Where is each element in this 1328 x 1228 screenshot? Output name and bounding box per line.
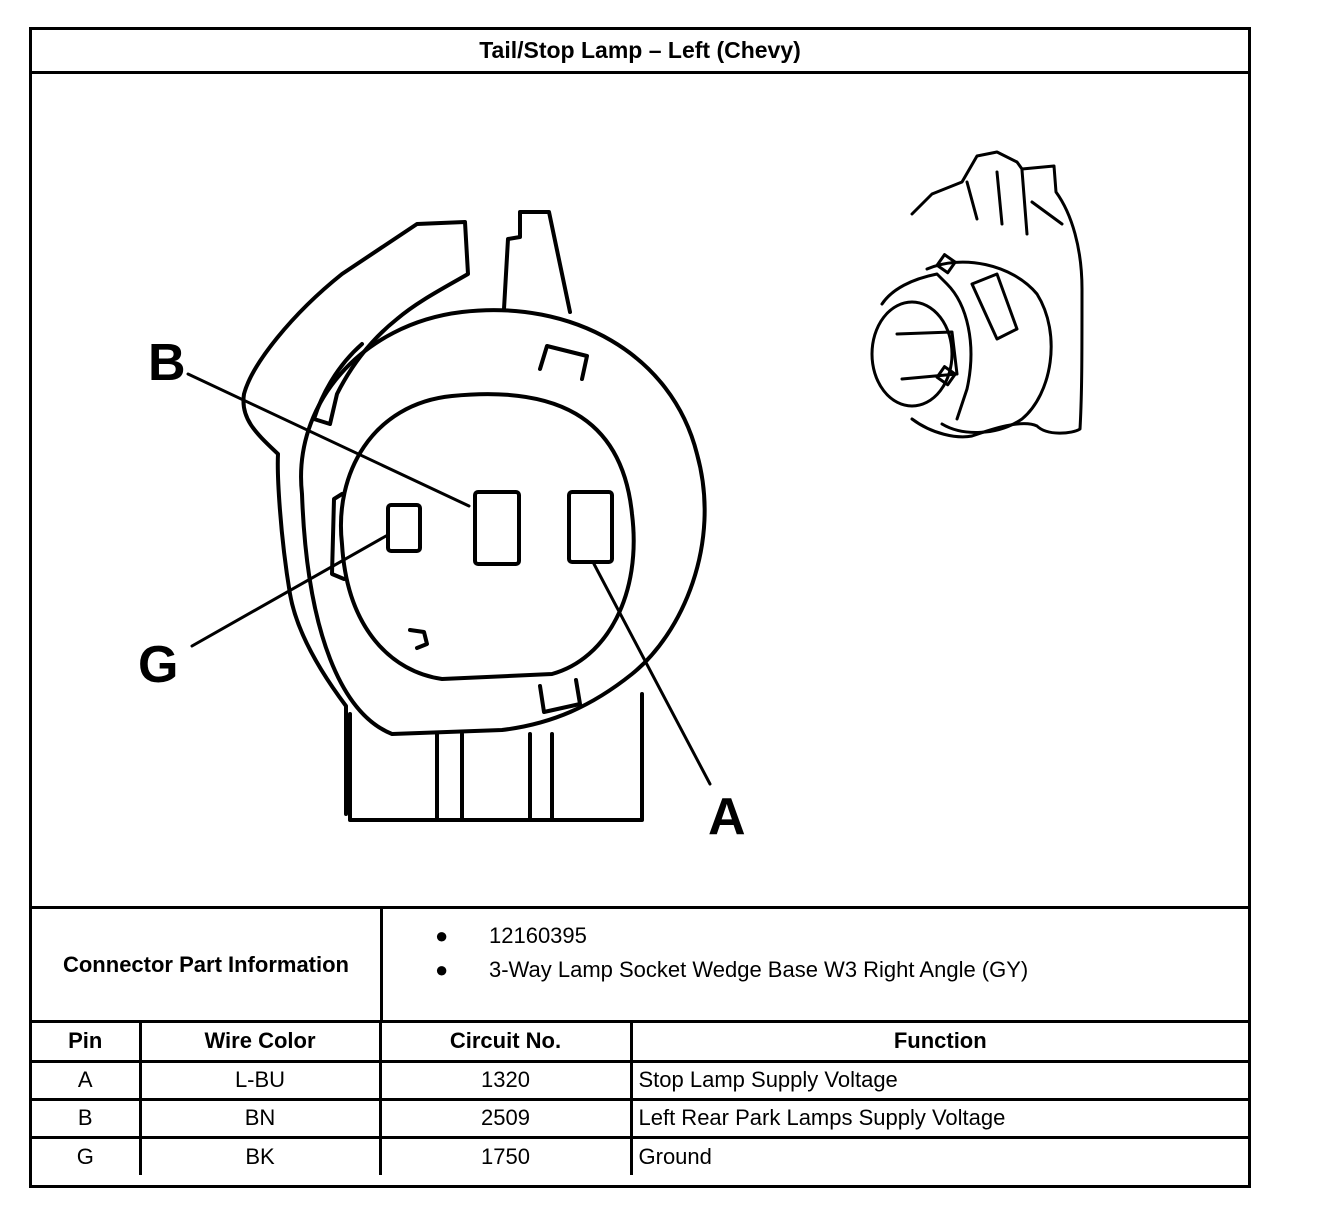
- table-row: B BN 2509 Left Rear Park Lamps Supply Vo…: [32, 1099, 1248, 1139]
- leader-line-g: [190, 534, 388, 648]
- connector-info-row: Connector Part Information ● 12160395 ● …: [32, 906, 1248, 1023]
- socket-terminal-top: [935, 253, 957, 275]
- table-row: G BK 1750 Ground: [32, 1137, 1248, 1175]
- callout-label-b: B: [148, 334, 186, 392]
- pin-cavity-b: [473, 490, 521, 566]
- header-pin: Pin: [32, 1023, 142, 1063]
- bullet-icon: ●: [435, 923, 449, 948]
- connector-info-label: Connector Part Information: [32, 909, 383, 1020]
- header-circuit-no: Circuit No.: [380, 1023, 633, 1063]
- pin-table: Pin Wire Color Circuit No. Function A L-…: [32, 1023, 1248, 1175]
- cell-function: Stop Lamp Supply Voltage: [631, 1061, 1248, 1101]
- socket-slot: [970, 272, 1019, 341]
- side-bump: [330, 492, 346, 581]
- callout-label-g: G: [138, 636, 178, 694]
- pin-cavity-a: [567, 490, 614, 564]
- leader-line-b: [186, 372, 471, 508]
- pin-cavity-g: [386, 503, 422, 553]
- notch: [408, 628, 429, 650]
- connector-diagram: B G A: [32, 74, 1248, 906]
- socket-barrel: [870, 300, 954, 408]
- callout-label-a: A: [708, 788, 746, 846]
- connector-info-list: ● 12160395 ● 3-Way Lamp Socket Wedge Bas…: [383, 919, 1248, 987]
- cell-wire-color: BN: [140, 1099, 382, 1139]
- connector-info-item: ● 12160395: [383, 919, 1248, 953]
- header-wire-color: Wire Color: [140, 1023, 382, 1063]
- cell-wire-color: L-BU: [140, 1061, 382, 1101]
- cell-function: Ground: [638, 1143, 712, 1169]
- outer-ring: [299, 308, 707, 736]
- connector-info-item: ● 3-Way Lamp Socket Wedge Base W3 Right …: [383, 953, 1248, 987]
- part-description: 3-Way Lamp Socket Wedge Base W3 Right An…: [489, 957, 1029, 982]
- key-tab-bottom: [538, 678, 582, 714]
- cell-circuit-no: 1750: [380, 1137, 633, 1175]
- inner-ring: [339, 392, 636, 681]
- table-row: A L-BU 1320 Stop Lamp Supply Voltage: [32, 1061, 1248, 1101]
- table-header-row: Pin Wire Color Circuit No. Function: [32, 1023, 1248, 1063]
- leader-line-a: [592, 562, 712, 786]
- cell-pin: A: [32, 1061, 142, 1101]
- connector-drawing: B G A: [138, 150, 1084, 846]
- cell-circuit-no: 1320: [380, 1061, 633, 1101]
- socket-clip: [965, 168, 1064, 236]
- socket-ring: [925, 260, 1053, 434]
- connector-sheet: Tail/Stop Lamp – Left (Chevy): [29, 27, 1251, 1188]
- socket-terminal-bottom: [935, 365, 957, 387]
- cell-pin: G: [32, 1137, 142, 1175]
- socket-barrel-side: [880, 272, 973, 421]
- connector-body-outline: [241, 220, 470, 816]
- cell-circuit-no: 2509: [380, 1099, 633, 1139]
- bullet-icon: ●: [435, 957, 449, 982]
- cell-wire-color: BK: [140, 1137, 382, 1175]
- socket-perspective-view: [870, 150, 1084, 439]
- page-title: Tail/Stop Lamp – Left (Chevy): [32, 30, 1248, 74]
- cell-pin: B: [32, 1099, 142, 1139]
- socket-outer-shell: [910, 150, 1084, 439]
- cell-function: Left Rear Park Lamps Supply Voltage: [631, 1099, 1248, 1139]
- connector-base: [348, 692, 644, 822]
- part-number: 12160395: [489, 923, 587, 948]
- connector-face-view: [241, 210, 707, 822]
- key-tab-top: [538, 344, 589, 381]
- top-latch: [502, 210, 572, 314]
- header-function: Function: [631, 1023, 1248, 1063]
- socket-band: [895, 330, 959, 381]
